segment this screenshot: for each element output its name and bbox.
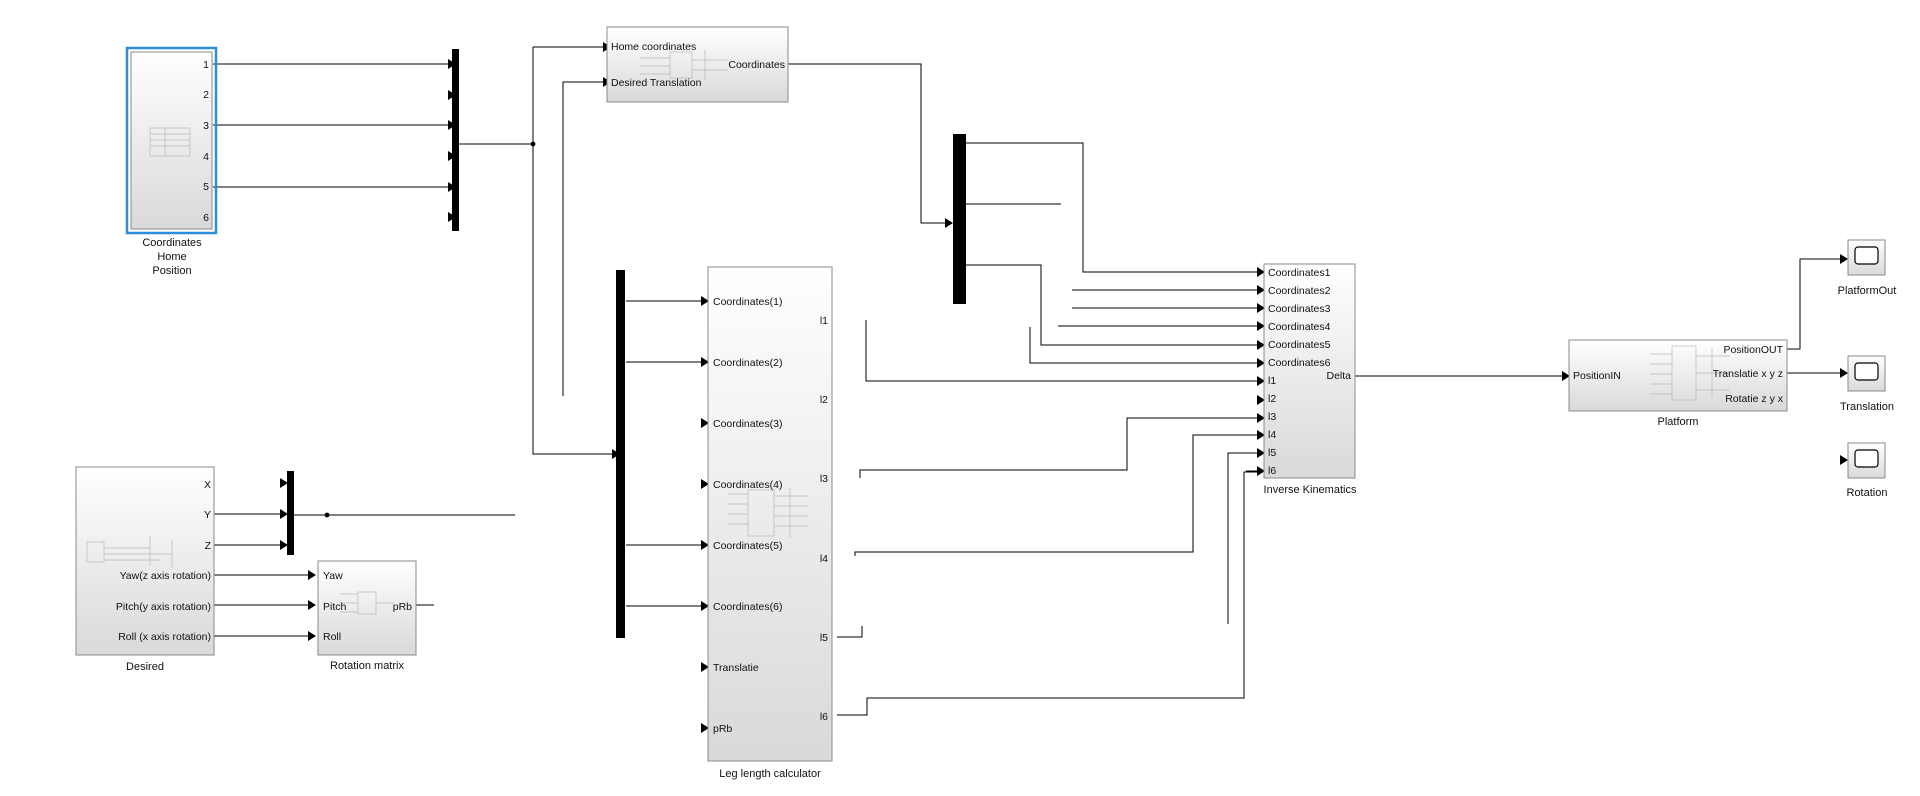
port-pitch: Pitch(y axis rotation)	[116, 601, 211, 613]
coordinates-home-position-block[interactable]: 1 2 3 4 5 6	[125, 46, 218, 235]
port-yaw: Yaw(z axis rotation)	[120, 570, 211, 582]
port-l4: l4	[1268, 429, 1276, 441]
port-prb: pRb	[713, 723, 732, 735]
mux-xyz[interactable]	[287, 471, 294, 555]
port-coordinates-3: Coordinates(3)	[713, 418, 782, 430]
port-delta: Delta	[1326, 370, 1351, 382]
port-l5: l5	[1268, 447, 1276, 459]
home-caption-line3: Position	[152, 265, 191, 277]
scope-icon	[1854, 362, 1879, 381]
port-l2: l2	[1268, 393, 1276, 405]
desired-block[interactable]: X Y Z Yaw(z axis rotation) Pitch(y axis …	[75, 466, 215, 656]
port-desired-translation: Desired Translation	[611, 77, 702, 89]
port-position-out: PositionOUT	[1723, 344, 1783, 356]
scope-translation-caption: Translation	[1840, 401, 1894, 413]
port-position-in: PositionIN	[1573, 370, 1621, 382]
inverse-kinematics-caption: Inverse Kinematics	[1264, 484, 1357, 496]
scope-platformout-caption: PlatformOut	[1838, 285, 1897, 297]
port-2: 2	[203, 89, 209, 101]
leg-length-calculator-block[interactable]: Coordinates(1) Coordinates(2) Coordinate…	[707, 266, 833, 762]
selection-highlight	[125, 46, 218, 235]
port-l1: l1	[1268, 375, 1276, 387]
inverse-kinematics-block[interactable]: Coordinates1 Coordinates2 Coordinates3 C…	[1263, 263, 1356, 479]
port-l5: l5	[820, 632, 828, 644]
port-1: 1	[203, 59, 209, 71]
port-l3: l3	[820, 473, 828, 485]
port-translatie-xyz: Translatie x y z	[1713, 368, 1783, 380]
scope-rotation-caption: Rotation	[1847, 487, 1888, 499]
port-coordinates1: Coordinates1	[1268, 267, 1331, 279]
port-z: Z	[205, 540, 212, 552]
home-caption-line2: Home	[157, 251, 186, 263]
scope-translation[interactable]	[1847, 355, 1886, 392]
port-yaw: Yaw	[323, 570, 343, 582]
port-y: Y	[204, 509, 211, 521]
leg-length-caption: Leg length calculator	[719, 768, 821, 780]
port-6: 6	[203, 212, 209, 224]
port-pitch: Pitch	[323, 601, 347, 613]
block-icon	[340, 591, 394, 615]
port-4: 4	[203, 151, 209, 163]
block-icon	[640, 50, 728, 80]
port-coordinates-5: Coordinates(5)	[713, 540, 782, 552]
port-prb: pRb	[393, 601, 412, 613]
mux-legs[interactable]	[616, 270, 625, 638]
port-coordinates-6: Coordinates(6)	[713, 601, 782, 613]
port-rotatie-zyx: Rotatie z y x	[1725, 393, 1784, 405]
block-icon	[728, 488, 808, 538]
platform-caption: Platform	[1658, 416, 1699, 428]
mux-coordinates[interactable]	[953, 134, 966, 304]
scope-icon	[1854, 449, 1879, 468]
port-l1: l1	[820, 315, 828, 327]
rotation-matrix-block[interactable]: Yaw Pitch Roll pRb	[317, 560, 417, 656]
port-l3: l3	[1268, 411, 1276, 423]
port-l2: l2	[820, 394, 828, 406]
port-x: X	[204, 479, 211, 491]
port-home-coordinates: Home coordinates	[611, 41, 696, 53]
mux-home[interactable]	[452, 49, 459, 231]
port-l6: l6	[820, 711, 828, 723]
port-coordinates-1: Coordinates(1)	[713, 296, 782, 308]
scope-icon	[1854, 246, 1879, 265]
port-coordinates: Coordinates	[728, 59, 785, 71]
home-caption-line1: Coordinates	[142, 237, 202, 249]
platform-block[interactable]: PositionIN PositionOUT Translatie x y z …	[1568, 339, 1788, 412]
port-l6: l6	[1268, 465, 1276, 477]
block-icon	[149, 127, 191, 157]
port-l4: l4	[820, 553, 828, 565]
port-coordinates-4: Coordinates(4)	[713, 479, 782, 491]
port-3: 3	[203, 120, 209, 132]
signal-arrowheads	[280, 42, 1848, 733]
port-coordinates5: Coordinates5	[1268, 339, 1331, 351]
rotation-matrix-caption: Rotation matrix	[330, 660, 404, 672]
port-coordinates-2: Coordinates(2)	[713, 357, 782, 369]
port-coordinates4: Coordinates4	[1268, 321, 1331, 333]
port-translatie: Translatie	[713, 662, 759, 674]
translation-subsystem-block[interactable]: Home coordinates Desired Translation Coo…	[606, 26, 789, 103]
port-coordinates2: Coordinates2	[1268, 285, 1331, 297]
block-icon	[1650, 345, 1730, 401]
port-coordinates3: Coordinates3	[1268, 303, 1331, 315]
scope-platformout[interactable]	[1847, 239, 1886, 276]
port-coordinates6: Coordinates6	[1268, 357, 1331, 369]
signal-lines[interactable]	[213, 46, 1840, 716]
block-icon	[86, 536, 173, 568]
port-roll: Roll (x axis rotation)	[118, 631, 211, 643]
scope-rotation[interactable]	[1847, 442, 1886, 479]
port-roll: Roll	[323, 631, 341, 643]
desired-caption: Desired	[126, 661, 164, 673]
port-5: 5	[203, 181, 209, 193]
